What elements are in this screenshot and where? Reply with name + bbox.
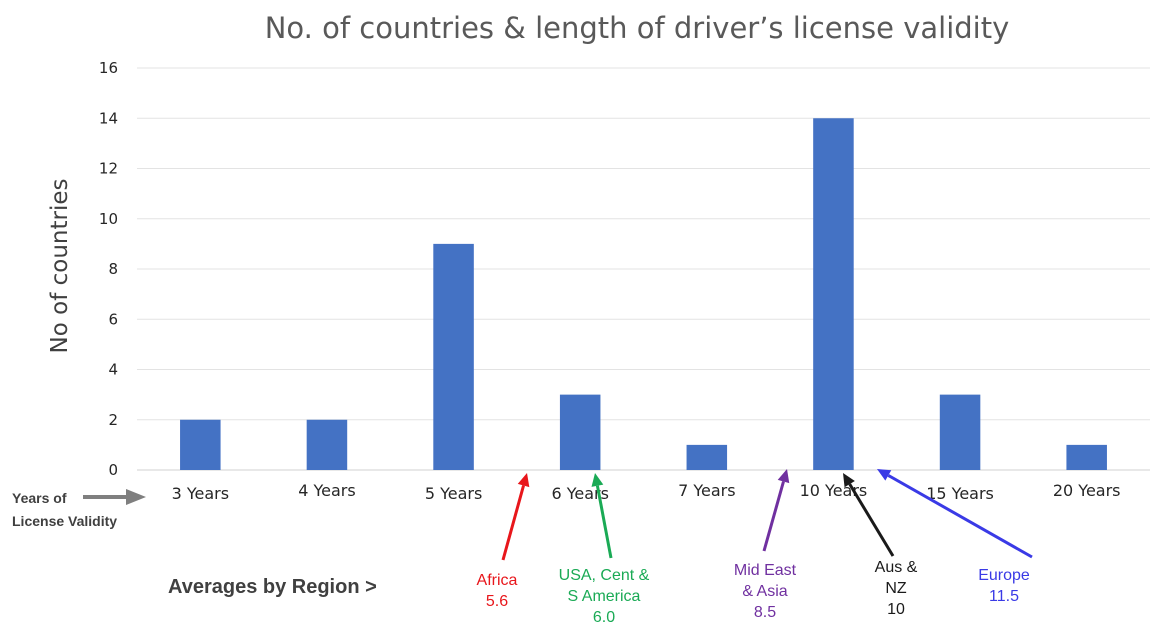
region-annotations: Africa 5.6 USA, Cent & S America 6.0 Mid East… [477,469,1033,626]
region-label-line: Europe [978,567,1030,584]
region-arrow-shaft [887,474,1033,559]
region-label-line: NZ [885,580,907,597]
y-tick-label: 10 [99,210,118,228]
y-tick-label: 14 [99,109,118,127]
region-annotation: Aus & NZ 10 [843,473,918,618]
region-arrow-head [777,469,790,484]
y-tick-label: 6 [108,310,118,328]
region-annotation: Mid East & Asia 8.5 [734,469,797,621]
bar [1066,444,1107,470]
region-label-line: 10 [887,601,905,618]
region-arrow-shaft [595,485,613,559]
bars [180,118,1107,470]
region-label-line: S America [568,588,641,605]
y-tick-label: 8 [108,260,118,278]
y-tick-labels: 0 2 4 6 8 10 12 14 16 [99,59,118,479]
category-label: 3 Years [172,484,229,503]
bar [686,444,728,470]
averages-label: Averages by Region > [168,576,377,598]
y-tick-label: 0 [108,461,118,479]
region-label-line: 6.0 [593,609,615,626]
y-tick-label: 12 [99,160,118,178]
bar [433,243,474,470]
region-annotation: USA, Cent & S America 6.0 [559,473,650,626]
region-arrow-shaft [848,483,895,557]
region-annotation: Africa 5.6 [477,473,530,610]
axis-caption-arrow [83,489,146,505]
category-label: 4 Years [298,481,355,500]
category-label: 15 Years [926,484,994,503]
region-arrow-head [591,473,604,487]
category-label: 6 Years [551,484,608,503]
axis-caption-line-2: License Validity [12,513,117,529]
region-label-line: 8.5 [754,604,776,621]
category-label: 20 Years [1053,481,1121,500]
region-label-line: 11.5 [989,588,1019,605]
region-label-line: Aus & [875,559,918,576]
category-label: 5 Years [425,484,482,503]
region-arrow-head [517,473,530,488]
bar [306,419,348,470]
category-label: 7 Years [678,481,735,500]
bar [559,394,601,470]
bar [813,118,854,470]
bar [180,419,221,470]
y-tick-label: 16 [99,59,118,77]
gridlines [137,67,1150,471]
region-label-line: & Asia [742,583,787,600]
region-label-line: Mid East [734,562,797,579]
chart-title: No. of countries & length of driver’s li… [265,11,1010,45]
y-tick-label: 2 [108,411,118,429]
region-label-line: USA, Cent & [559,567,650,584]
region-annotation: Europe 11.5 [877,469,1033,605]
region-arrow-head [843,473,855,488]
region-arrow-shaft [762,481,785,552]
y-tick-label: 4 [108,361,118,379]
region-arrow-head [877,469,892,481]
axis-caption-line-1: Years of [12,490,67,506]
region-label-line: 5.6 [486,593,508,610]
region-arrow-shaft [501,485,525,561]
y-axis-label: No of countries [47,179,73,354]
region-label-line: Africa [477,572,518,589]
bar [939,394,981,470]
